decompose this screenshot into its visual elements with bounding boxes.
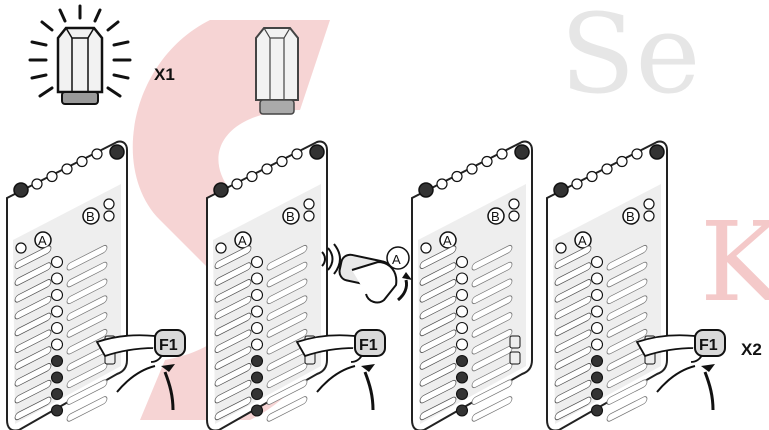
f1-label: F1 — [359, 337, 378, 354]
watermark-se: Se — [560, 0, 700, 118]
label-a: A — [443, 233, 452, 248]
knob-icon — [110, 145, 124, 159]
x2-label: X2 — [741, 340, 762, 360]
knob-icon — [14, 183, 28, 197]
knob-icon — [419, 183, 433, 197]
control-panel: A B F1 — [547, 141, 725, 430]
label-a: A — [578, 233, 587, 248]
f1-label: F1 — [159, 337, 178, 354]
remote-a-label: A — [392, 252, 401, 267]
knob-icon — [310, 145, 324, 159]
knob-icon — [515, 145, 529, 159]
control-panel: AB — [412, 141, 532, 430]
f1-button: F1 — [355, 330, 385, 356]
knob-icon — [554, 183, 568, 197]
x1-label: X1 — [154, 65, 175, 85]
led-bulb-off — [256, 28, 298, 114]
remote-control-a: A — [322, 244, 412, 302]
f1-label: F1 — [699, 337, 718, 354]
watermark-k: K — [700, 198, 769, 326]
led-bulb-glowing — [30, 6, 130, 104]
knob-icon — [650, 145, 664, 159]
label-b: B — [86, 209, 95, 224]
label-b: B — [286, 209, 295, 224]
f1-button: F1 — [695, 330, 725, 356]
control-panel: A B F1 — [207, 141, 385, 430]
label-b: B — [626, 209, 635, 224]
label-b: B — [491, 209, 500, 224]
knob-icon — [214, 183, 228, 197]
f1-button: F1 — [155, 330, 185, 356]
label-a: A — [238, 233, 247, 248]
label-a: A — [38, 233, 47, 248]
